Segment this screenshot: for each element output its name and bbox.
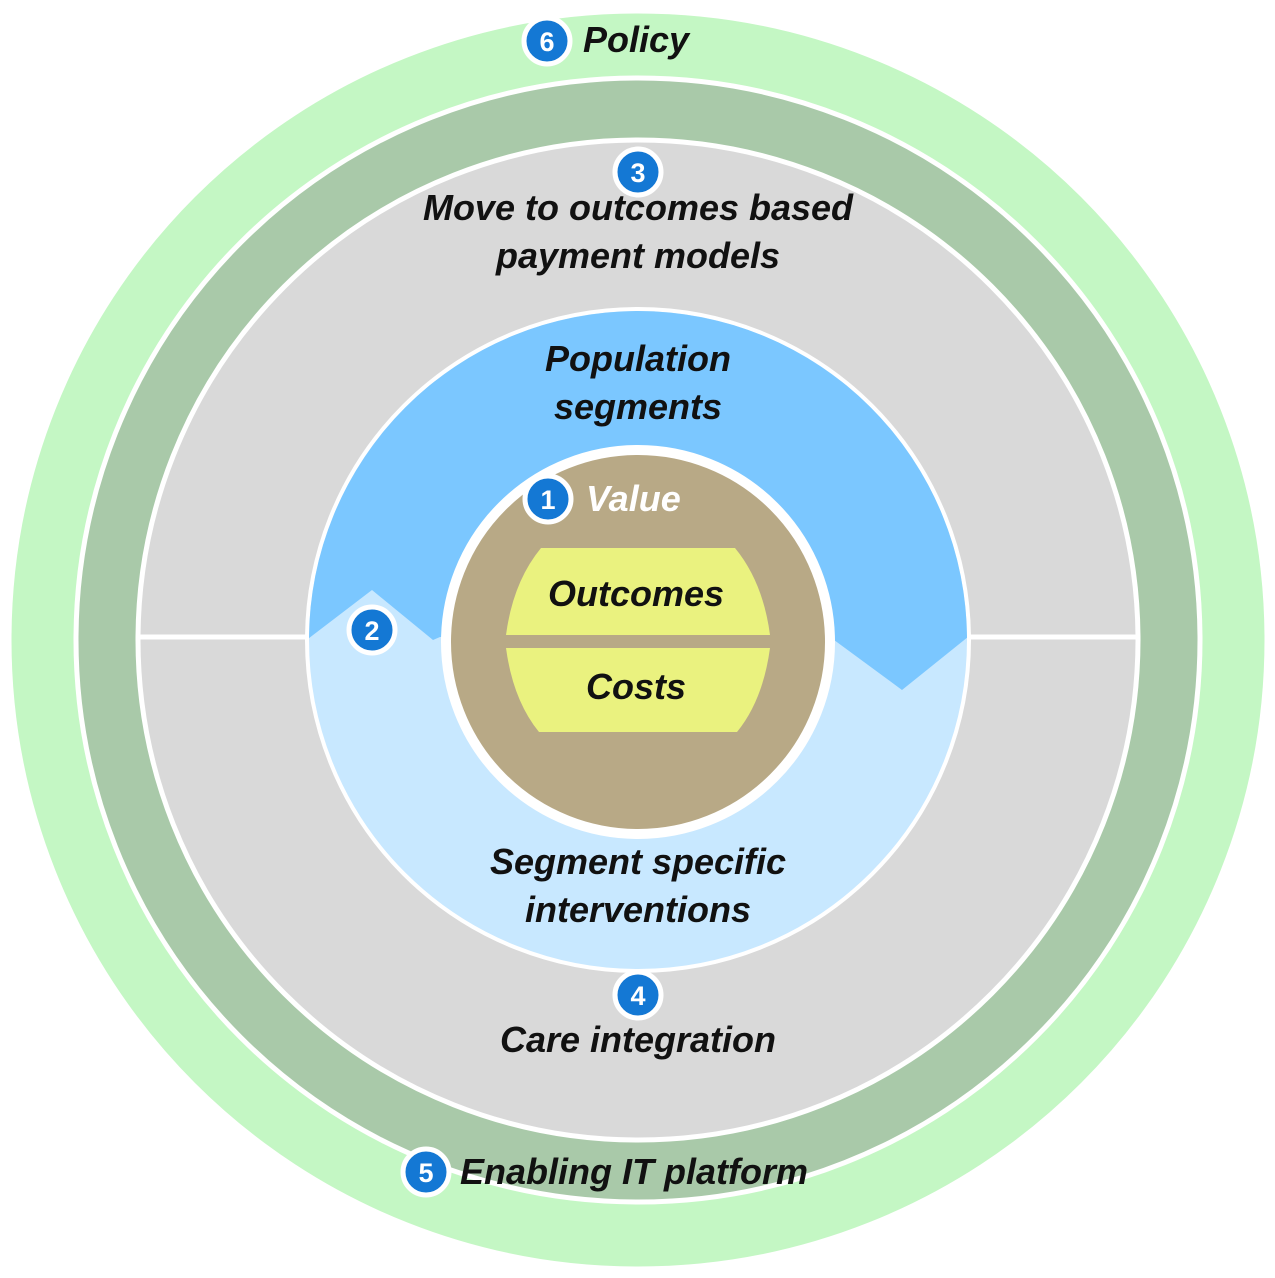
- interventions-label-line1: Segment specific: [490, 841, 786, 882]
- svg-text:6: 6: [539, 27, 554, 57]
- value-core: [441, 445, 835, 839]
- policy-label: Policy: [583, 19, 691, 60]
- payment-models-label-line2: payment models: [495, 235, 780, 276]
- costs-label: Costs: [586, 666, 686, 707]
- svg-text:4: 4: [630, 981, 645, 1011]
- care-integration-label: Care integration: [500, 1019, 776, 1060]
- badge-2: 2: [346, 604, 398, 656]
- svg-text:1: 1: [540, 485, 555, 515]
- badge-3: 3: [612, 146, 664, 198]
- interventions-label-line2: interventions: [525, 889, 751, 930]
- outcomes-label: Outcomes: [548, 573, 724, 614]
- it-platform-label: Enabling IT platform: [460, 1151, 808, 1192]
- population-label-line1: Population: [545, 338, 731, 379]
- population-label-line2: segments: [554, 386, 722, 427]
- badge-1: 1: [522, 473, 574, 525]
- value-circle: [441, 445, 835, 839]
- badge-4: 4: [612, 969, 664, 1021]
- svg-text:3: 3: [630, 158, 645, 188]
- costs-pill: [506, 648, 770, 732]
- value-label: Value: [586, 478, 681, 519]
- badge-6: 6: [521, 15, 573, 67]
- outcomes-pill: [506, 548, 770, 635]
- badge-5: 5: [400, 1146, 452, 1198]
- svg-text:2: 2: [364, 616, 379, 646]
- svg-text:5: 5: [418, 1158, 433, 1188]
